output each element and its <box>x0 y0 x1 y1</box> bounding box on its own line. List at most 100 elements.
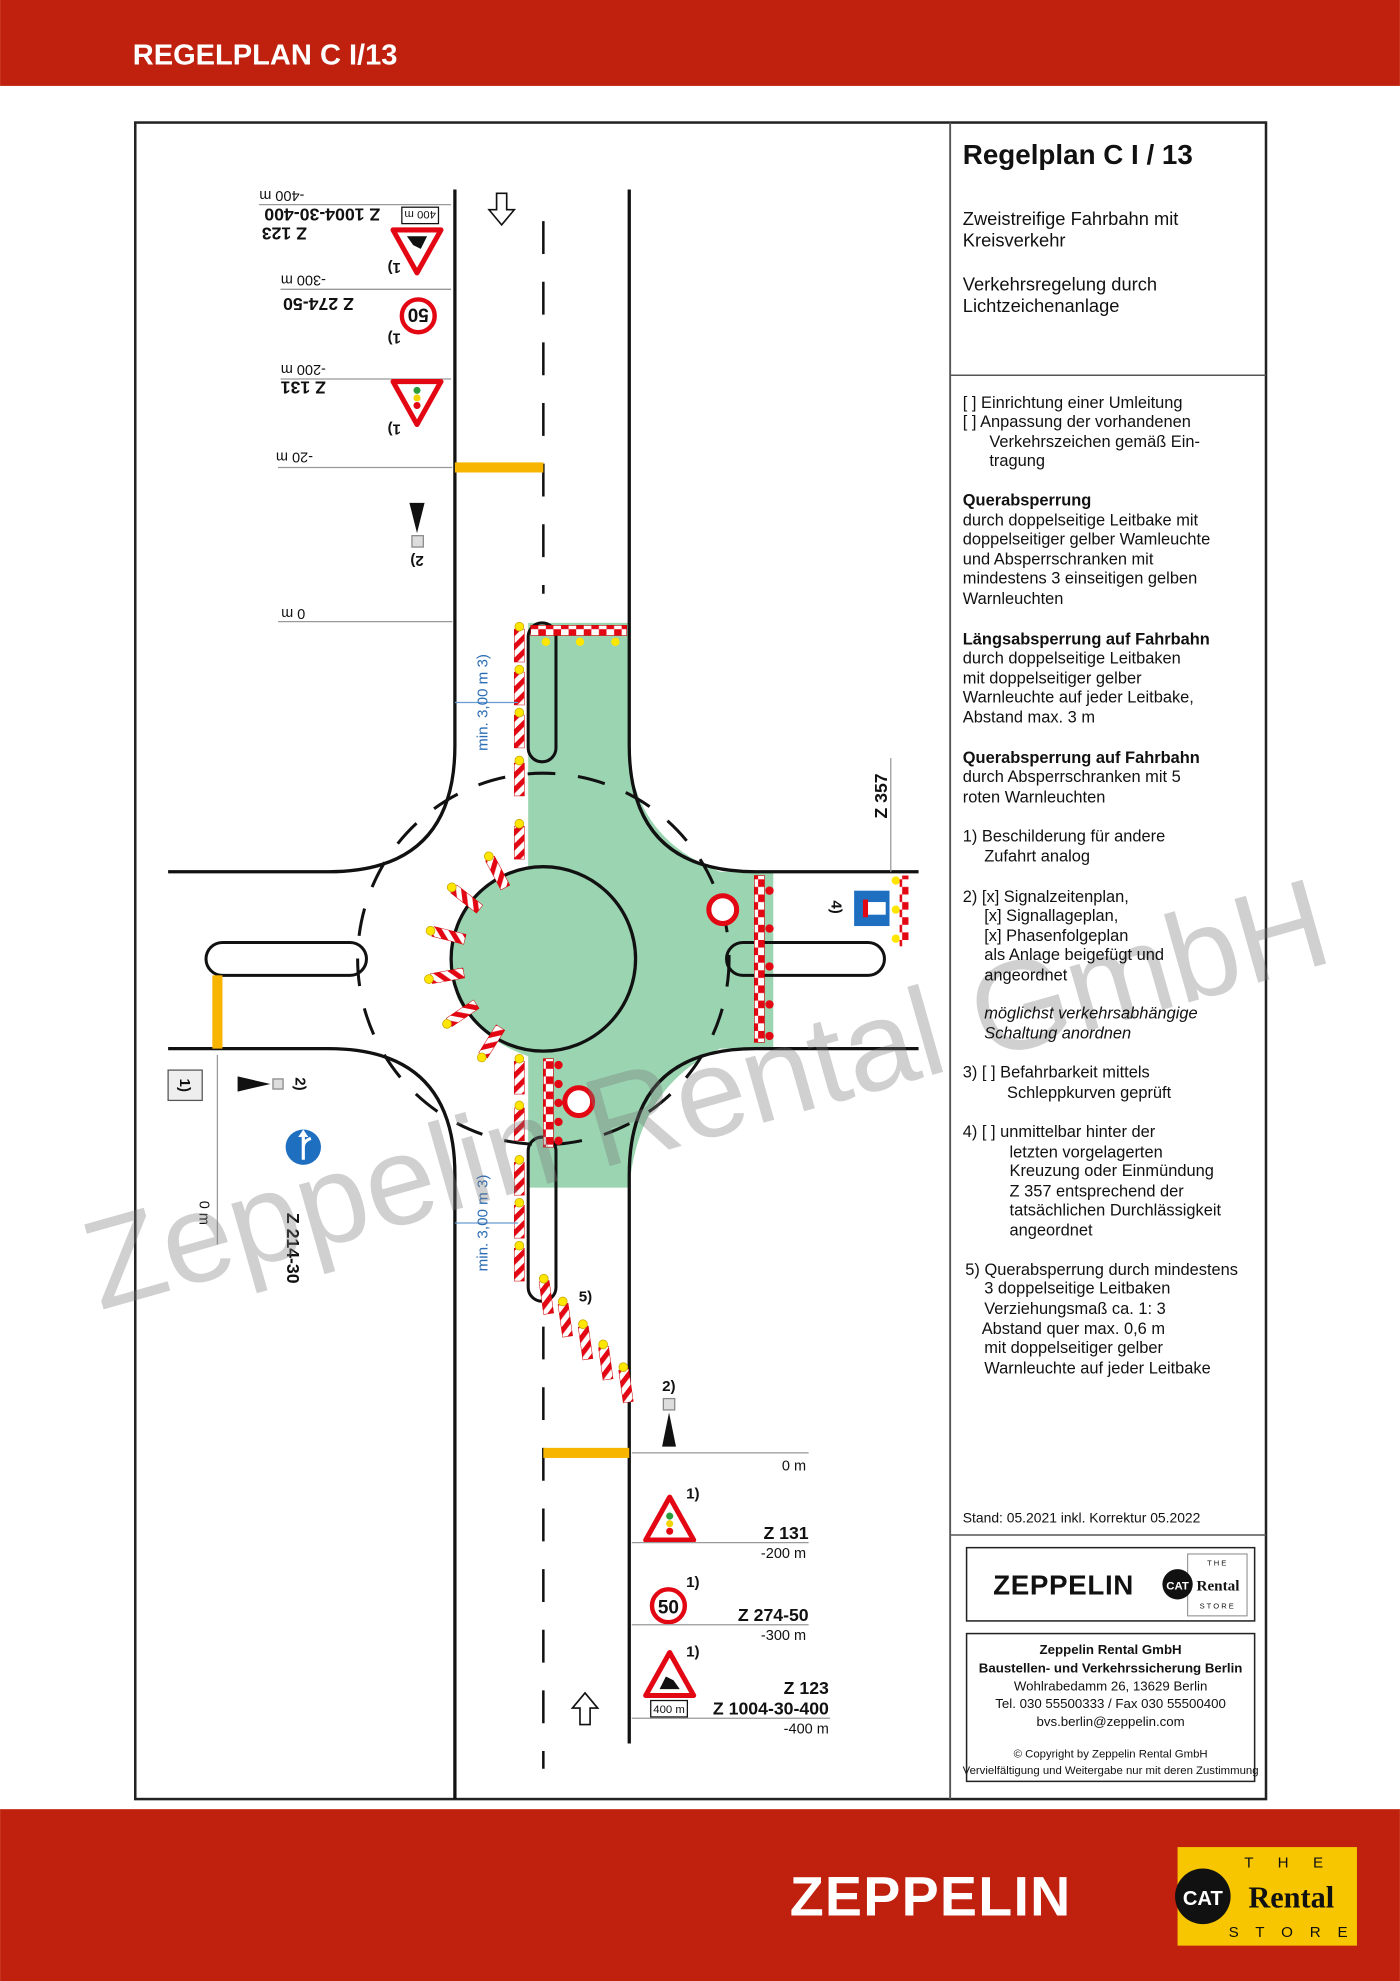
distance-label: -20 m <box>276 448 313 464</box>
leitbake <box>514 707 525 749</box>
logo-box: ZEPPELIN T H E CAT Rental S T O R E <box>965 1546 1256 1622</box>
ref-1: 1) <box>388 259 401 276</box>
ref-1: 1) <box>176 1079 193 1092</box>
plan-description: Regelplan C I / 13 Zweistreifige Fahrbah… <box>963 139 1193 316</box>
sign-code: Z 274-50 <box>283 294 354 314</box>
road-edges <box>168 189 919 1800</box>
warning-light-icon <box>765 1031 774 1041</box>
note-line: Verziehungsmaß ca. 1: 3 <box>984 1300 1165 1318</box>
distance-label: 0 m <box>196 1201 212 1225</box>
leitbake <box>514 818 525 860</box>
svg-text:min. 3,00 m 3): min. 3,00 m 3) <box>475 654 492 751</box>
sign-code: Z 1004-30-400 <box>264 204 380 224</box>
note-line: durch Absperrschranken mit 5 <box>963 768 1181 786</box>
note-line: 1) Beschilderung für andere <box>963 827 1165 845</box>
distance-label: -400 m <box>784 1721 829 1737</box>
note-line: möglichst verkehrsabhängige <box>984 1004 1197 1022</box>
leitbake <box>577 1319 594 1361</box>
warning-light-icon <box>514 1100 525 1111</box>
south-signage: 2) 0 m 1) Z 131 -200 m 50 1) Z 274-50 -3… <box>570 1378 831 1737</box>
warning-light-icon <box>554 1060 563 1070</box>
note-line: tatsächlichen Durchlässigkeit <box>1010 1201 1222 1219</box>
leitbake <box>483 851 511 891</box>
warning-light-icon <box>425 925 436 936</box>
note-line: Warnleuchte auf jeder Leitbake <box>984 1359 1210 1377</box>
speed-limit-sign-icon <box>649 1587 688 1625</box>
barrier-north <box>530 625 628 636</box>
copyright: © Copyright by Zeppelin Rental GmbH <box>1014 1748 1208 1760</box>
leitbake <box>514 1154 525 1196</box>
min-width-dimension-south: min. 3,00 m 3) <box>454 1175 519 1271</box>
note-line: Zufahrt analog <box>984 848 1090 866</box>
distance-plate-text: 400 m <box>404 208 436 220</box>
distance-plate <box>650 1699 688 1718</box>
cat-rental-logo <box>1187 1553 1248 1617</box>
revision-date: Stand: 05.2021 inkl. Korrektur 05.2022 <box>963 1509 1201 1525</box>
footer-band <box>0 1809 1400 1981</box>
warning-light-icon <box>575 637 585 646</box>
stop-line-west <box>212 975 223 1049</box>
warning-light-icon <box>541 637 551 646</box>
note-line: 4) [ ] unmittelbar hinter der <box>963 1123 1156 1141</box>
no-vehicles-sign-icon <box>706 893 740 927</box>
note-line: durch doppelseitige Leitbaken <box>963 649 1181 667</box>
leitbake <box>538 1273 554 1315</box>
warning-light-icon <box>554 1098 563 1108</box>
footer-cat-rental-logo: CAT T H E Rental S T O R E <box>1175 1847 1357 1946</box>
company-box: Zeppelin Rental GmbH Baustellen- und Ver… <box>963 1632 1259 1783</box>
leitbake <box>476 1024 506 1063</box>
option-line: [ ] Anpassung der vorhandenen <box>963 413 1191 431</box>
signal-direction-icon <box>662 1412 676 1447</box>
warning-light-icon <box>514 1197 525 1208</box>
warning-light-icon <box>538 1273 549 1284</box>
roundabout-center-island <box>449 865 638 1053</box>
leitbake <box>425 925 467 945</box>
note-line: 3) [ ] Befahrbarkeit mittels <box>963 1064 1150 1082</box>
barrier-east <box>754 875 765 1043</box>
leitbake <box>618 1362 634 1404</box>
signal-direction-icon <box>237 1076 271 1092</box>
stop-line-north <box>454 462 544 473</box>
distance-label: 0 m <box>782 1459 806 1475</box>
roadworks-sign-icon <box>643 1649 697 1699</box>
leitbake <box>514 1053 525 1095</box>
ref-1: 1) <box>388 421 401 438</box>
warning-light-icon <box>514 1154 525 1165</box>
cat-logo-circle <box>1162 1569 1193 1600</box>
note-line: als Anlage beigefügt und <box>984 946 1164 964</box>
note-line: Warnleuchten <box>963 590 1064 608</box>
warning-light-icon <box>514 818 525 829</box>
warning-light-icon <box>476 1052 487 1063</box>
company-name: Zeppelin Rental GmbH <box>1040 1642 1182 1657</box>
company-email[interactable]: bvs.berlin@zeppelin.com <box>1036 1714 1184 1729</box>
option-line: Verkehrszeichen gemäß Ein- <box>989 433 1200 451</box>
sign-code: Z 214-30 <box>283 1213 303 1284</box>
plan-regulation: Verkehrsregelung durch <box>963 274 1157 295</box>
warning-light-icon <box>611 637 620 646</box>
logo-store: S T O R E <box>1200 1601 1234 1610</box>
note-line: Kreuzung oder Einmündung <box>1010 1162 1214 1180</box>
note-line: Warnleuchte auf jeder Leitbake, <box>963 688 1194 706</box>
warning-light-icon <box>618 1362 629 1372</box>
distance-label: -200 m <box>761 1546 806 1562</box>
note-heading: Querabsperrung auf Fahrbahn <box>963 749 1200 767</box>
note-line: mit doppelseitiger gelber <box>984 1339 1163 1357</box>
distance-label: -400 m <box>259 187 304 203</box>
north-signage: -400 m Z 1004-30-400 400 m Z 123 1) -300… <box>259 187 517 623</box>
west-signage: 1) 2) 0 m Z 214-30 <box>167 1054 321 1284</box>
work-zone-area <box>451 622 774 1188</box>
leitbake <box>424 967 465 984</box>
barrier-south <box>543 1058 554 1148</box>
leitbake <box>442 999 480 1029</box>
distance-label: -200 m <box>281 361 326 377</box>
signal-direction-icon <box>409 502 425 534</box>
zeppelin-logo: ZEPPELIN <box>993 1569 1134 1600</box>
warning-light-icon <box>557 1296 568 1307</box>
ref-2: 2) <box>410 552 423 569</box>
note-line: 3 doppelseitige Leitbaken <box>984 1280 1170 1298</box>
distance-label: -300 m <box>761 1628 806 1644</box>
leitbake <box>514 1197 525 1239</box>
leitbake <box>557 1296 573 1338</box>
min-width-dimension-north: min. 3,00 m 3) <box>454 654 519 751</box>
